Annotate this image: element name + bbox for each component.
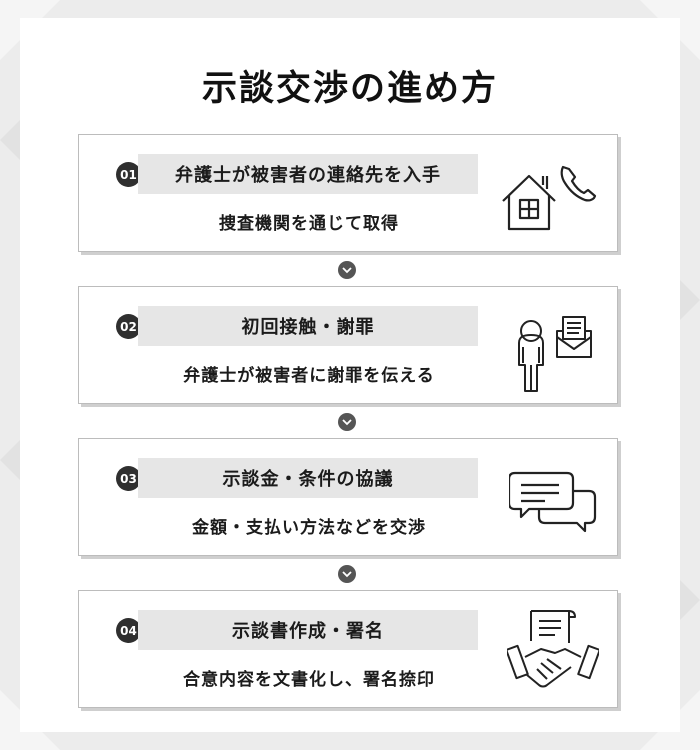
step-description: 合意内容を文書化し、署名捺印 (183, 670, 435, 690)
step-card-3: 03 示談金・条件の協議 金額・支払い方法などを交渉 (78, 438, 618, 556)
chevron-down-icon (338, 565, 356, 583)
step-number-badge: 01 (116, 162, 141, 187)
chevron-down-icon (338, 261, 356, 279)
house-phone-icon (502, 165, 597, 231)
bowing-person-letter-icon (518, 316, 592, 392)
step-description: 弁護士が被害者に謝罪を伝える (183, 366, 435, 386)
step-card-2: 02 初回接触・謝罪 弁護士が被害者に謝罪を伝える (78, 286, 618, 404)
handshake-document-icon (507, 610, 599, 688)
step-title: 示談書作成・署名 (138, 610, 478, 650)
step-title: 弁護士が被害者の連絡先を入手 (138, 154, 478, 194)
step-number-badge: 04 (116, 618, 141, 643)
chat-bubbles-icon (509, 471, 597, 533)
chevron-down-icon (338, 413, 356, 431)
step-title: 示談金・条件の協議 (138, 458, 478, 498)
step-number-badge: 03 (116, 466, 141, 491)
step-description: 捜査機関を通じて取得 (219, 214, 399, 234)
page-title: 示談交渉の進め方 (201, 68, 498, 109)
step-title: 初回接触・謝罪 (138, 306, 478, 346)
step-description: 金額・支払い方法などを交渉 (192, 518, 426, 538)
step-card-1: 01 弁護士が被害者の連絡先を入手 捜査機関を通じて取得 (78, 134, 618, 252)
step-card-4: 04 示談書作成・署名 合意内容を文書化し、署名捺印 (78, 590, 618, 708)
step-number-badge: 02 (116, 314, 141, 339)
